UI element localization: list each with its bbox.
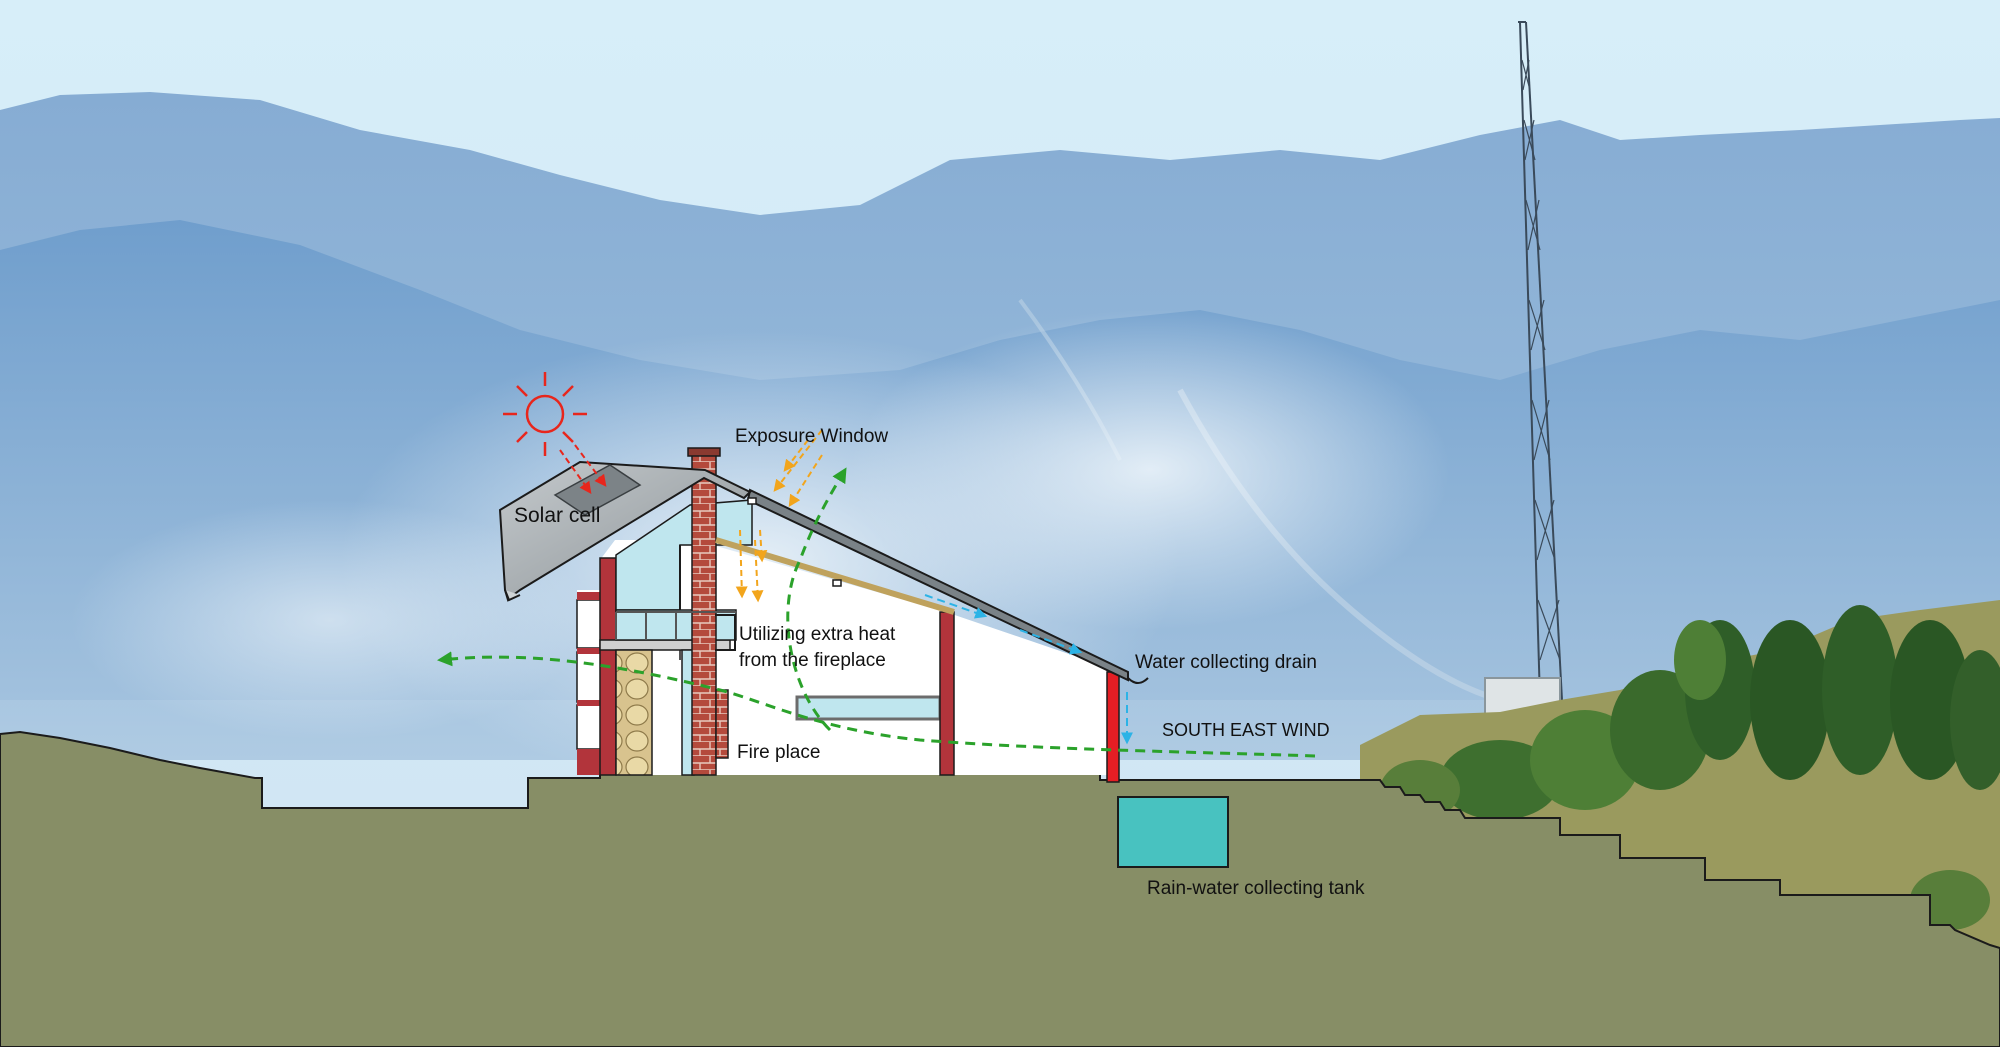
rain-water-tank xyxy=(1117,796,1229,868)
ground-section xyxy=(0,730,2000,1047)
label-rain-tank: Rain-water collecting tank xyxy=(1147,878,1365,899)
solar-arrows xyxy=(559,444,607,494)
chimney xyxy=(691,451,717,776)
balcony-railing xyxy=(615,611,736,640)
label-exposure-window: Exposure Window xyxy=(735,426,888,447)
label-water-drain: Water collecting drain xyxy=(1135,652,1317,673)
sun-icon xyxy=(503,372,587,456)
label-fire-place: Fire place xyxy=(737,742,820,763)
solar-panel xyxy=(553,464,642,516)
fireplace-hood xyxy=(715,689,729,759)
antenna-tower-icon xyxy=(1518,21,1563,701)
wind-arrows xyxy=(437,467,1316,758)
drain-column xyxy=(1106,671,1120,783)
water-arrows xyxy=(924,594,1133,745)
shed-roof xyxy=(746,488,1129,682)
heat-arrows xyxy=(735,429,823,603)
label-extra-heat-line1: Utilizing extra heat xyxy=(739,624,896,645)
stone-wall xyxy=(615,649,653,776)
house-section xyxy=(498,447,1149,783)
label-wind: SOUTH EAST WIND xyxy=(1162,720,1330,740)
label-solar-cell: Solar cell xyxy=(514,504,600,527)
label-extra-heat-line2: from the fireplace xyxy=(739,650,886,671)
wall-post-middle xyxy=(939,611,955,776)
